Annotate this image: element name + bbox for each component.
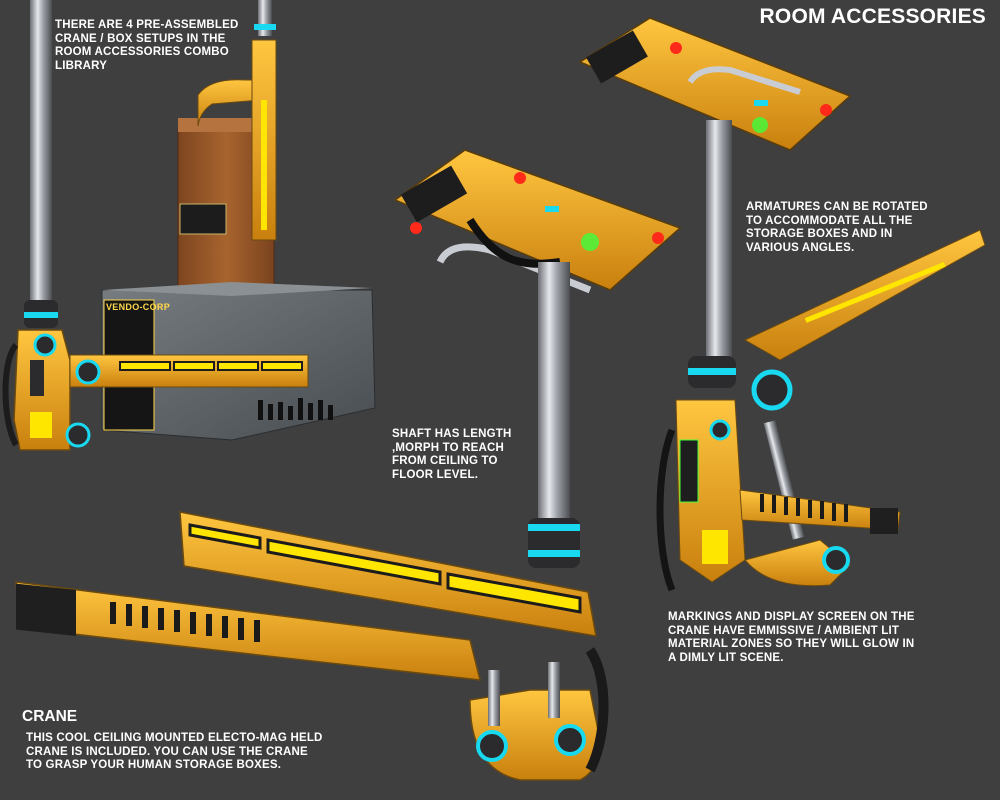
near-red-light: [410, 222, 422, 234]
main-shaft: [538, 262, 570, 524]
left-arm-joint: [75, 359, 101, 385]
far-green-glow: [752, 117, 768, 133]
lower-arm-end-cap: [16, 583, 76, 636]
crane-description: THIS COOL CEILING MOUNTED ELECTO-MAG HEL…: [26, 732, 323, 771]
far-handle: [687, 66, 801, 95]
far-red-light: [670, 42, 682, 54]
near-green-glow: [581, 233, 599, 251]
main-arm-glow-bars: [188, 523, 582, 614]
far-mount-window: [586, 30, 648, 84]
near-red-light-2: [514, 172, 526, 184]
upper-crane-glow-strip: [261, 100, 267, 230]
right-display: [679, 439, 699, 503]
left-arm-glow-bars: [119, 361, 303, 371]
right-crane: [656, 229, 986, 592]
ceiling-mount-heads: [393, 17, 852, 388]
left-lower-joint: [65, 422, 91, 448]
right-lower-vents: [760, 494, 848, 522]
armatures-caption: ARMATURES CAN BE ROTATED TO ACCOMMODATE …: [746, 201, 928, 254]
crate-label: [179, 203, 227, 235]
claw-piston-1: [488, 670, 500, 726]
left-shaft-glow-ring: [24, 312, 58, 318]
left-crane-screen: [30, 412, 52, 438]
right-screen: [702, 530, 728, 564]
right-upper-joint: [751, 369, 793, 411]
far-cyan-light: [754, 100, 768, 106]
main-shaft-glow-1: [528, 524, 580, 531]
upper-glow-ring: [254, 24, 276, 30]
right-cable: [656, 428, 676, 592]
near-mount-window: [400, 165, 468, 223]
main-crane: [15, 262, 609, 781]
left-shaft: [30, 0, 52, 305]
page-title: ROOM ACCESSORIES: [759, 5, 986, 28]
far-red-light-2: [820, 104, 832, 116]
claw-piston-2: [548, 662, 560, 718]
claw-cable: [585, 647, 609, 773]
far-shaft-glow: [688, 368, 736, 375]
combo-library-caption: THERE ARE 4 PRE-ASSEMBLED CRANE / BOX SE…: [55, 19, 239, 72]
left-joint: [33, 333, 57, 357]
upper-shaft: [258, 0, 272, 36]
crane-heading: CRANE: [22, 708, 78, 725]
steel-box-top: [102, 282, 372, 296]
right-claw: [744, 539, 851, 587]
crate-top: [178, 118, 274, 132]
vendo-corp-label: VENDO-CORP: [106, 302, 171, 312]
right-body-joint: [709, 419, 731, 441]
left-cable: [2, 342, 19, 447]
right-upper-arm-glow: [804, 262, 946, 323]
left-crane-scene: [2, 0, 376, 451]
shaft-caption: SHAFT HAS LENGTH ,MORPH TO REACH FROM CE…: [392, 428, 512, 481]
near-cyan-light: [545, 206, 559, 212]
left-crane-panel: [30, 360, 44, 396]
main-shaft-glow-2: [528, 550, 580, 557]
right-end-cap: [870, 508, 898, 534]
right-claw-joint: [822, 546, 850, 574]
claw-joint-left: [476, 730, 508, 762]
far-shaft: [706, 120, 732, 360]
lower-arm-vents: [110, 602, 260, 642]
claw-joint-right: [554, 724, 586, 756]
markings-caption: MARKINGS AND DISPLAY SCREEN ON THE CRANE…: [668, 611, 915, 664]
steel-box-vents: [258, 398, 333, 420]
near-red-light-3: [652, 232, 664, 244]
